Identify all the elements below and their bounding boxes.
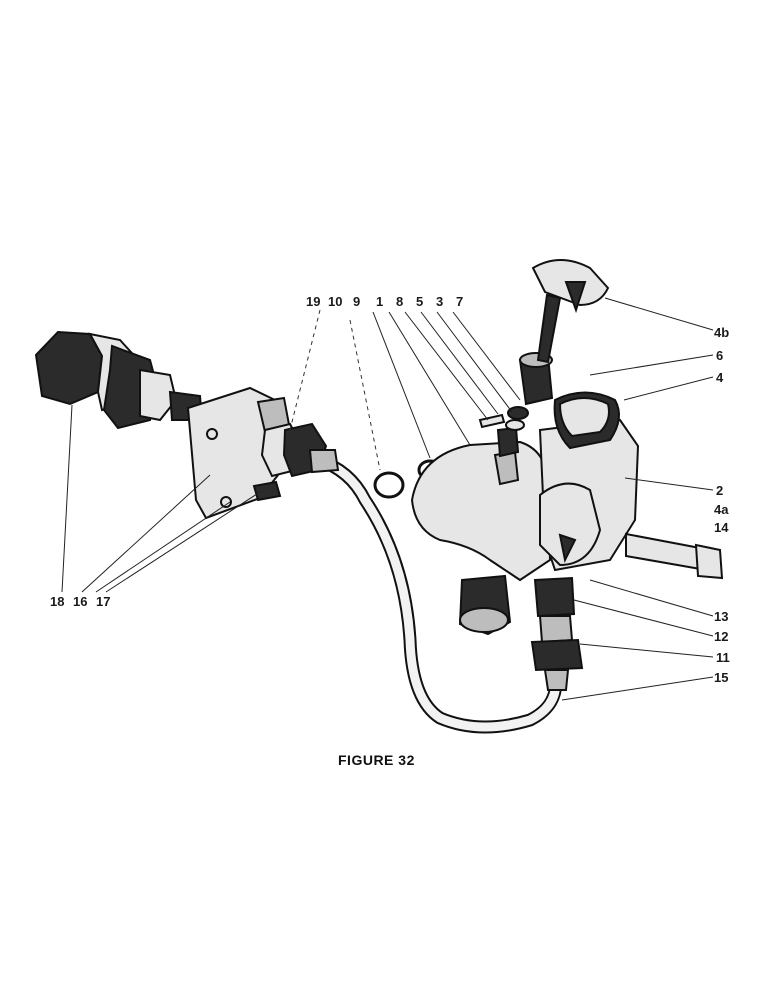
alignment-lines [289, 309, 381, 471]
cap-and-bolt [539, 482, 724, 580]
label-14: 14 [714, 520, 729, 535]
label-1: 1 [376, 294, 383, 309]
label-3: 3 [436, 294, 443, 309]
label-19: 19 [306, 294, 320, 309]
adaptor-nut [34, 330, 204, 430]
pin [478, 413, 506, 429]
label-4a: 4a [714, 502, 729, 517]
leader-lines [61, 297, 714, 701]
pipe [311, 453, 563, 734]
label-17: 17 [96, 594, 110, 609]
label-5: 5 [416, 294, 423, 309]
label-2: 2 [716, 483, 723, 498]
label-13: 13 [714, 609, 728, 624]
label-4: 4 [716, 370, 724, 385]
label-11: 11 [716, 650, 730, 665]
label-12: 12 [714, 629, 728, 644]
label-16: 16 [73, 594, 87, 609]
union-nut [260, 422, 340, 478]
figure-caption: FIGURE 32 [338, 752, 415, 768]
handle [531, 259, 610, 364]
label-15: 15 [714, 670, 728, 685]
o-ring-10 [373, 471, 405, 499]
label-10: 10 [328, 294, 342, 309]
label-8: 8 [396, 294, 403, 309]
valve-body [410, 406, 552, 636]
label-9: 9 [353, 294, 360, 309]
lower-fittings [530, 576, 584, 691]
bracket [186, 386, 292, 520]
label-18: 18 [50, 594, 64, 609]
label-4b: 4b [714, 325, 729, 340]
label-7: 7 [456, 294, 463, 309]
label-6: 6 [716, 348, 723, 363]
